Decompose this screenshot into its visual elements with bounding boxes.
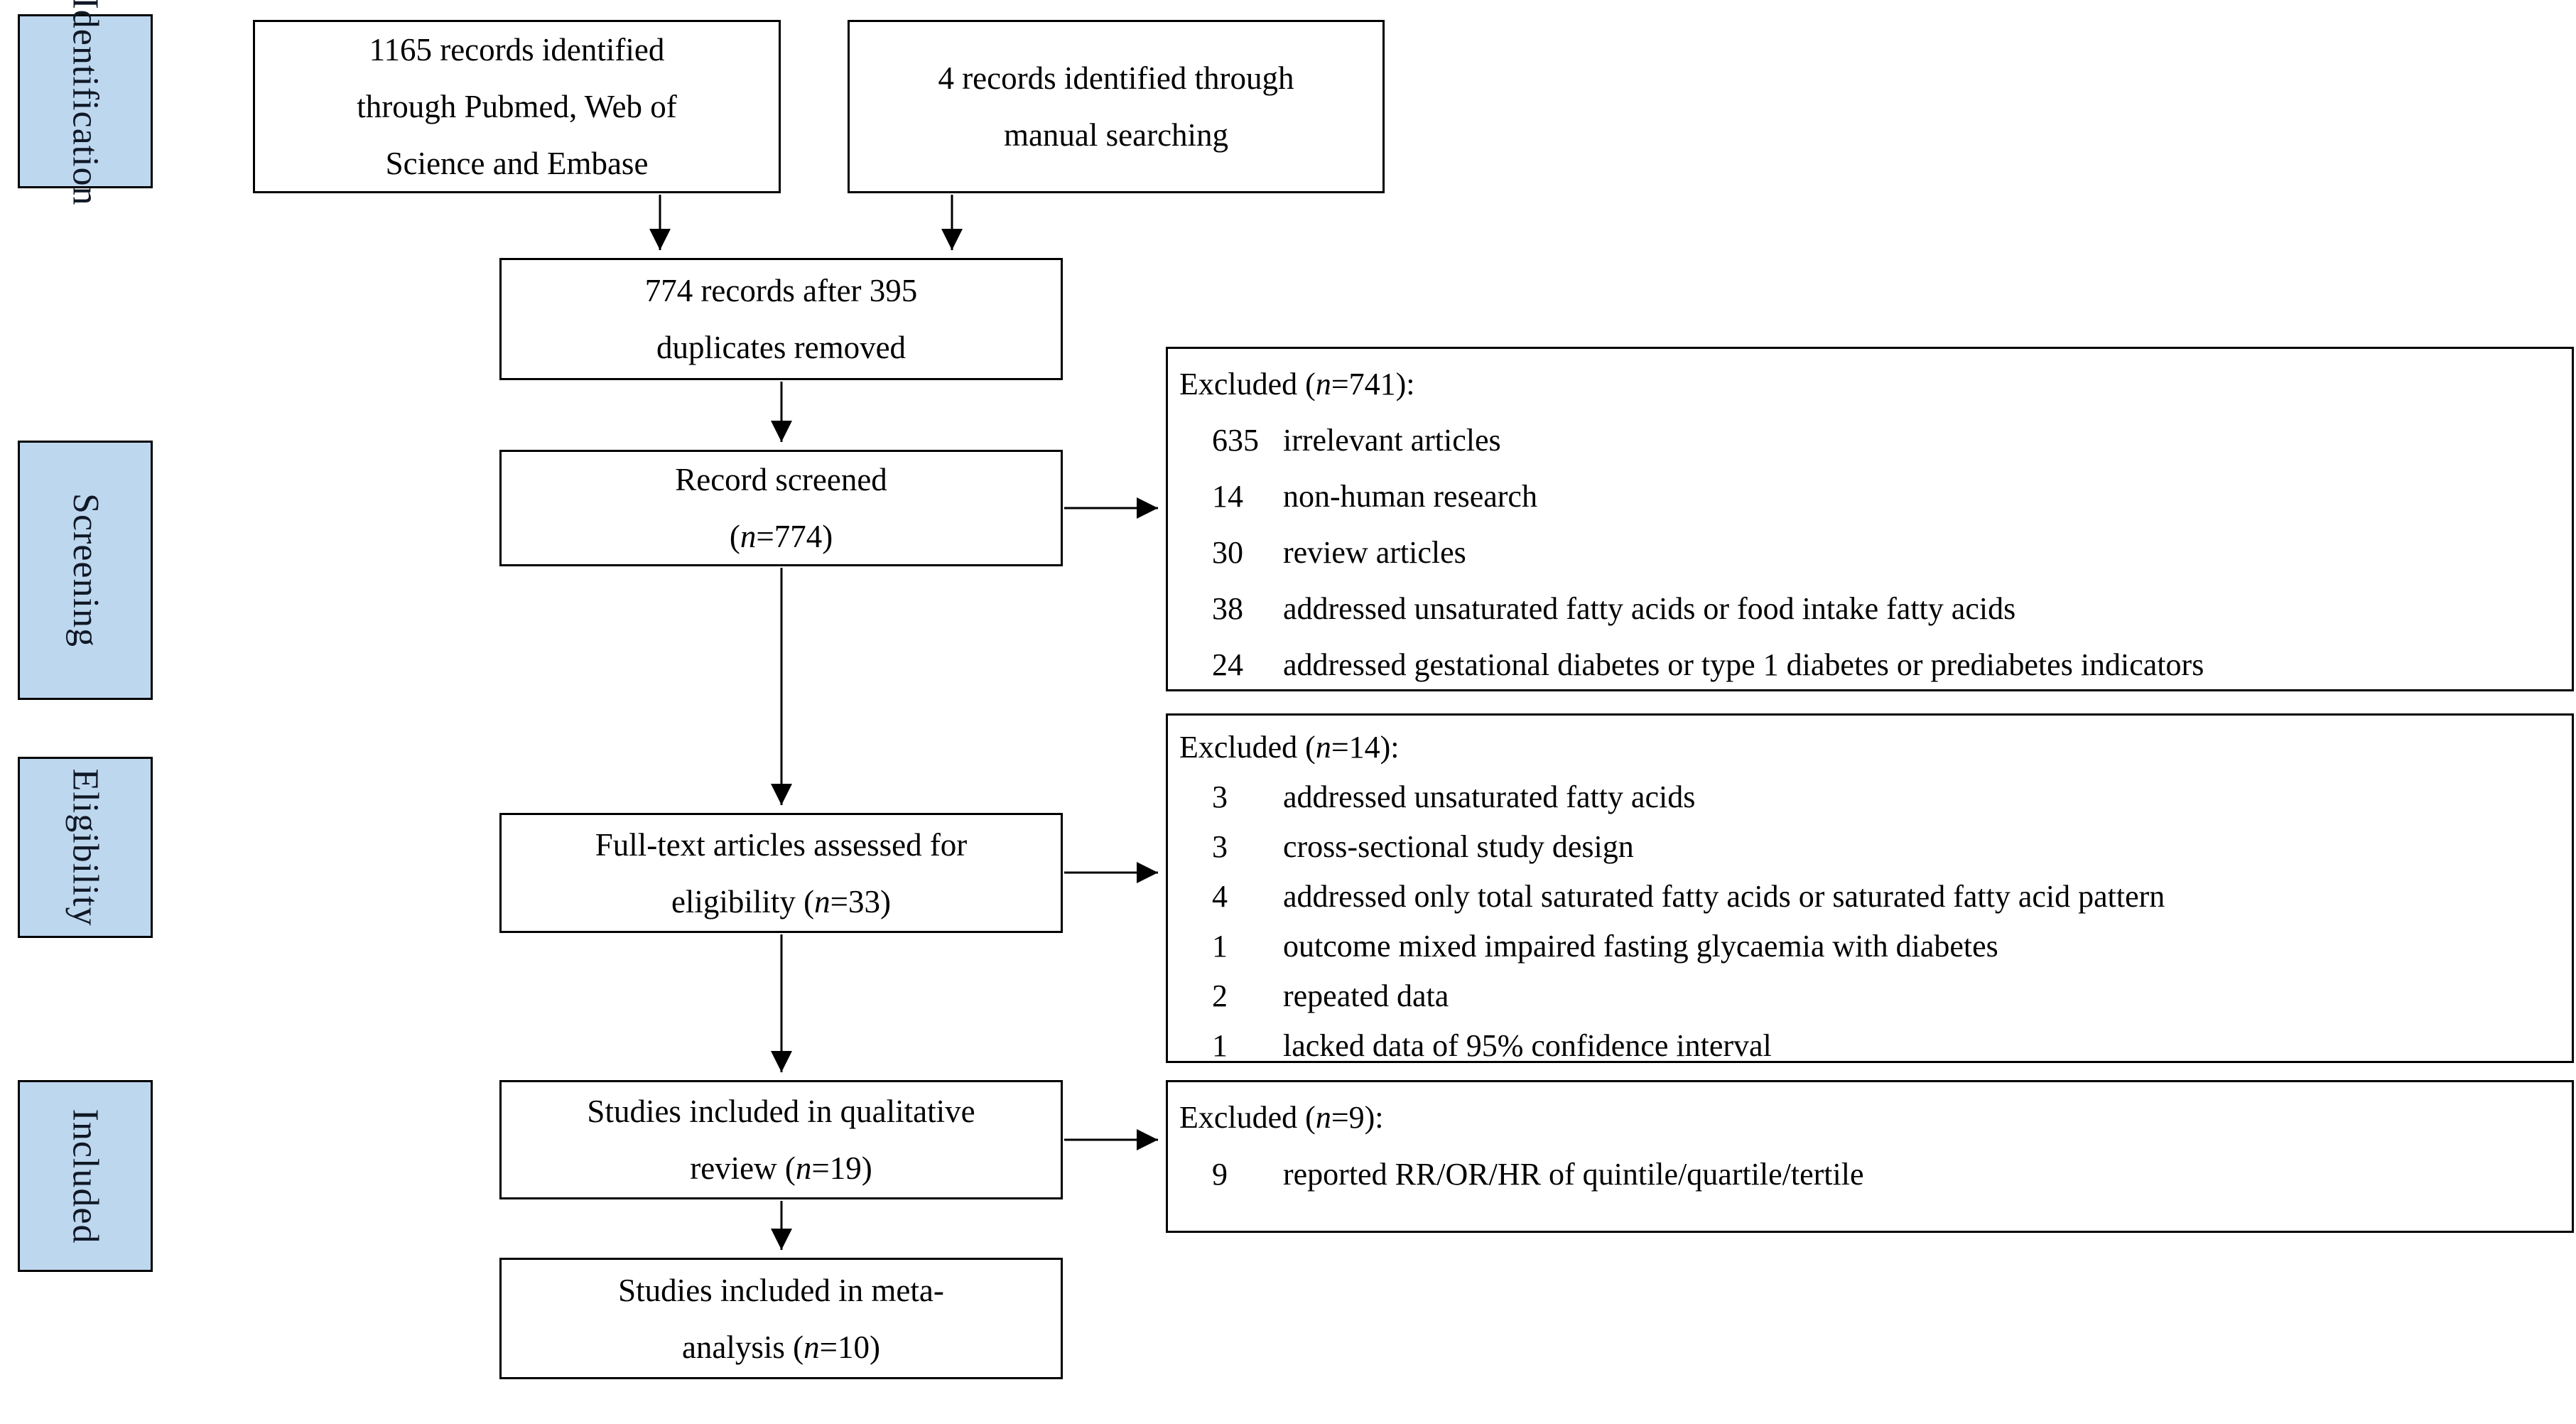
excluded-item-count: 635 (1212, 423, 1259, 458)
stage-screening-label: Screening (65, 493, 106, 647)
excluded-item-count: 2 (1212, 978, 1228, 1013)
excluded-item: 24 addressed gestational diabetes or typ… (1179, 637, 2558, 693)
box-line: Full-text articles assessed for (595, 826, 968, 863)
excluded-item-label: reported RR/OR/HR of quintile/quartile/t… (1283, 1157, 1864, 1192)
excluded-item-label: irrelevant articles (1283, 423, 1501, 458)
box-line: manual searching (1003, 117, 1229, 153)
stage-identification: Identification (18, 0, 153, 206)
stage-identification-label: Identification (65, 0, 106, 206)
box-line: duplicates removed (656, 330, 907, 365)
stage-eligibility-label: Eligibility (65, 768, 106, 927)
excluded-item-count: 3 (1212, 829, 1228, 864)
box-line: 1165 records identified (369, 32, 665, 68)
excluded-item: 635 irrelevant articles (1179, 412, 2558, 468)
excluded-item: 3 cross-sectional study design (1179, 822, 2558, 872)
box-excluded-eligibility: Excluded (n=14): 3 addressed unsaturated… (1166, 713, 2574, 1063)
excluded-item-label: addressed only total saturated fatty aci… (1283, 879, 2165, 914)
box-qualitative: Studies included in qualitative review (… (499, 1080, 1063, 1199)
box-line: through Pubmed, Web of (357, 89, 677, 124)
box-database-records: 1165 records identified through Pubmed, … (253, 20, 781, 193)
box-line: Record screened (675, 462, 887, 497)
excluded-item-label: lacked data of 95% confidence interval (1283, 1028, 1772, 1063)
excluded-item: 2 repeated data (1179, 971, 2558, 1021)
excluded-item-count: 4 (1212, 879, 1228, 914)
excluded-item-label: repeated data (1283, 978, 1449, 1013)
stage-eligibility: Eligibility (18, 757, 153, 938)
box-line: Science and Embase (385, 146, 649, 181)
box-meta-analysis: Studies included in meta- analysis (n=10… (499, 1258, 1063, 1379)
box-line: review (n=19) (690, 1150, 872, 1186)
excluded-item-count: 1 (1212, 929, 1228, 964)
excluded-item-label: addressed gestational diabetes or type 1… (1283, 647, 2204, 682)
excluded-title: Excluded (n=9): (1179, 1100, 1384, 1135)
excluded-item-count: 30 (1212, 535, 1243, 570)
stage-included-label: Included (65, 1109, 106, 1244)
excluded-item-count: 9 (1212, 1157, 1228, 1192)
excluded-title: Excluded (n=741): (1179, 367, 1415, 401)
excluded-item-label: review articles (1283, 535, 1466, 570)
excluded-item: 1 lacked data of 95% confidence interval (1179, 1021, 2558, 1071)
box-line: eligibility (n=33) (671, 883, 892, 919)
stage-included: Included (18, 1080, 153, 1272)
excluded-item: 38 addressed unsaturated fatty acids or … (1179, 581, 2558, 637)
box-line: Studies included in qualitative (587, 1094, 975, 1129)
stage-screening: Screening (18, 441, 153, 700)
excluded-item-label: addressed unsaturated fatty acids or foo… (1283, 591, 2016, 626)
excluded-item-count: 38 (1212, 591, 1243, 626)
excluded-item-count: 3 (1212, 780, 1228, 814)
excluded-item-count: 1 (1212, 1028, 1228, 1063)
box-line: 774 records after 395 (644, 273, 918, 308)
box-excluded-screening: Excluded (n=741): 635 irrelevant article… (1166, 347, 2574, 691)
box-line: 4 records identified through (938, 60, 1294, 96)
excluded-item: 14 non-human research (1179, 468, 2558, 524)
box-manual-records: 4 records identified through manual sear… (848, 20, 1385, 193)
box-deduplicated: 774 records after 395 duplicates removed (499, 258, 1063, 380)
box-screened: Record screened (n=774) (499, 450, 1063, 566)
box-excluded-quantitative: Excluded (n=9): 9 reported RR/OR/HR of q… (1166, 1080, 2574, 1233)
box-line: analysis (n=10) (681, 1329, 881, 1365)
box-fulltext: Full-text articles assessed for eligibil… (499, 813, 1063, 933)
excluded-item-label: cross-sectional study design (1283, 829, 1634, 864)
excluded-item-label: addressed unsaturated fatty acids (1283, 780, 1696, 814)
box-line: Studies included in meta- (618, 1272, 944, 1308)
excluded-item-label: outcome mixed impaired fasting glycaemia… (1283, 929, 1998, 964)
excluded-item-label: non-human research (1283, 479, 1537, 514)
excluded-item-count: 14 (1212, 479, 1243, 514)
excluded-item: 3 addressed unsaturated fatty acids (1179, 772, 2558, 822)
box-line: (n=774) (729, 519, 833, 554)
excluded-title: Excluded (n=14): (1179, 730, 1400, 765)
excluded-item: 30 review articles (1179, 524, 2558, 581)
excluded-item: 4 addressed only total saturated fatty a… (1179, 872, 2558, 922)
excluded-item: 1 outcome mixed impaired fasting glycaem… (1179, 922, 2558, 971)
excluded-item-count: 24 (1212, 647, 1243, 682)
excluded-item: 9 reported RR/OR/HR of quintile/quartile… (1179, 1146, 2558, 1203)
